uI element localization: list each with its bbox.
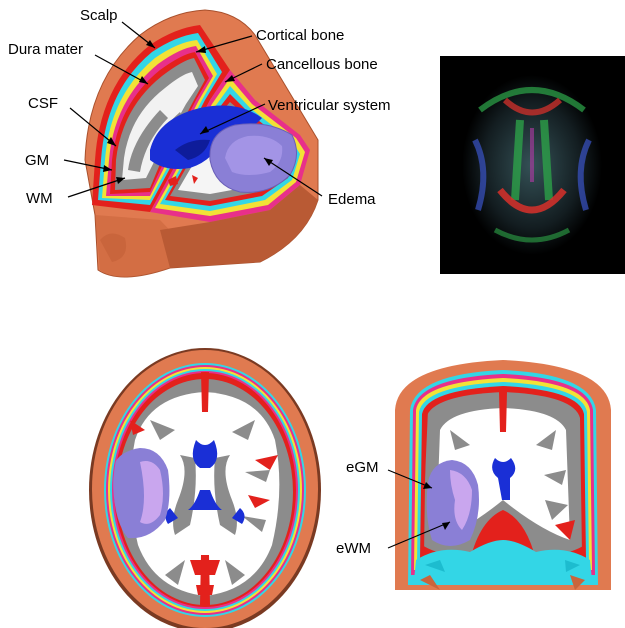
label-dura-mater: Dura mater xyxy=(8,41,83,58)
label-wm: WM xyxy=(26,190,53,207)
axial-slice xyxy=(89,348,321,628)
label-scalp: Scalp xyxy=(80,7,118,24)
label-ewm: eWM xyxy=(336,540,371,557)
label-gm: GM xyxy=(25,152,49,169)
dti-color-map xyxy=(440,56,625,274)
axial-falx xyxy=(201,372,209,412)
label-edema: Edema xyxy=(328,191,376,208)
label-ventricular-system: Ventricular system xyxy=(268,97,391,114)
label-cortical-bone: Cortical bone xyxy=(256,27,344,44)
label-csf: CSF xyxy=(28,95,58,112)
coronal-slice xyxy=(395,360,611,590)
label-egm: eGM xyxy=(346,459,379,476)
label-cancellous-bone: Cancellous bone xyxy=(266,56,378,73)
